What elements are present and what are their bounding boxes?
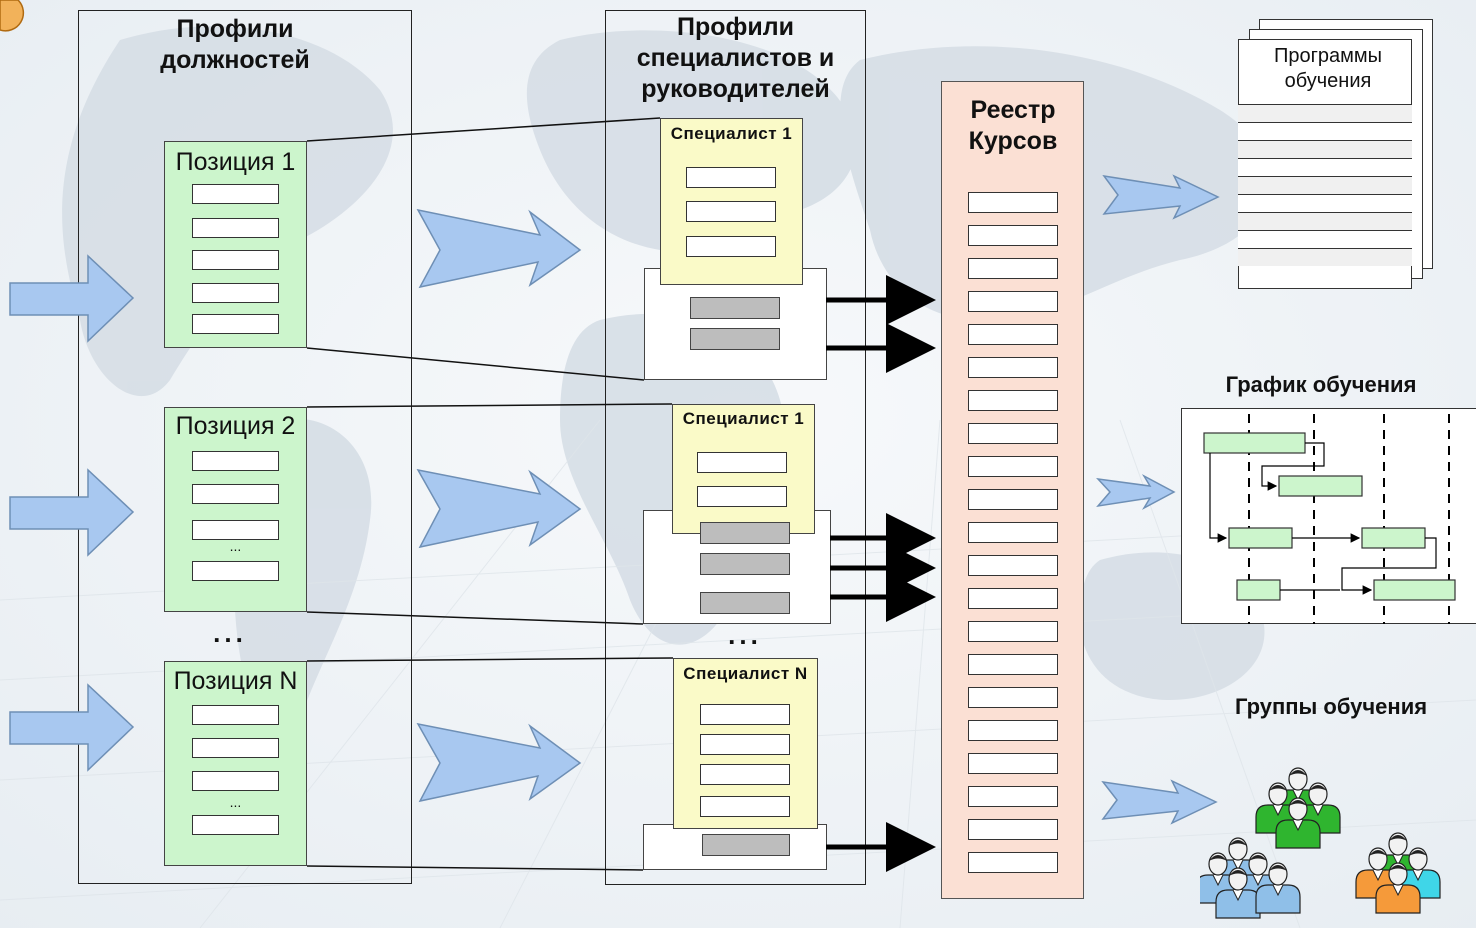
specialist-row: [686, 236, 776, 257]
position-label: Позиция N: [173, 667, 298, 695]
position-row: [192, 314, 279, 334]
registry-row: [968, 687, 1058, 708]
groups-title: Группы обучения: [1234, 694, 1428, 719]
specialist-row: [697, 486, 787, 507]
registry-row: [968, 291, 1058, 312]
position-row: [192, 815, 279, 835]
specialist-row: [686, 201, 776, 222]
specialists-gap-dots: ...: [728, 620, 762, 650]
position-row: [192, 484, 279, 504]
position-ellipsis: ...: [229, 538, 242, 554]
position-row: [192, 250, 279, 270]
programs-row: [1238, 230, 1412, 248]
position-row: [192, 520, 279, 540]
programs-title: Программы обучения: [1273, 45, 1383, 92]
position-row: [192, 283, 279, 303]
registry-row: [968, 588, 1058, 609]
registry-row: [968, 720, 1058, 741]
specialist-label: Специалист 1: [670, 124, 793, 143]
specialist-row: [686, 167, 776, 188]
specialist-label: Специалист 1: [682, 409, 805, 428]
positions-gap-dots: ...: [213, 618, 247, 648]
programs-row: [1238, 248, 1412, 266]
registry-row: [968, 489, 1058, 510]
position-row: [192, 218, 279, 238]
schedule-chart[interactable]: [1181, 408, 1476, 624]
specialist-label: Специалист N: [683, 664, 808, 683]
course-row: [700, 592, 790, 614]
specialist-courses-box: [644, 268, 827, 380]
registry-row: [968, 819, 1058, 840]
programs-row: [1238, 194, 1412, 212]
registry-row: [968, 258, 1058, 279]
specialist-row: [697, 452, 787, 473]
registry-row: [968, 753, 1058, 774]
course-row: [702, 834, 790, 856]
people-group-icon: [1200, 767, 1441, 919]
registry-row: [968, 852, 1058, 873]
position-label: Позиция 2: [175, 412, 296, 440]
registry-row: [968, 324, 1058, 345]
person-icon: [1215, 867, 1261, 919]
course-row: [700, 553, 790, 575]
programs-row: [1238, 212, 1412, 230]
specialist-row: [700, 734, 790, 755]
programs-row: [1238, 140, 1412, 158]
registry-row: [968, 423, 1058, 444]
position-row: [192, 184, 279, 204]
position-row: [192, 705, 279, 725]
positions-column-title: Профили должностей: [160, 15, 310, 74]
person-icon: [1375, 862, 1421, 914]
registry-row: [968, 555, 1058, 576]
specialists-column: [605, 10, 866, 885]
registry-row: [968, 192, 1058, 213]
registry-row: [968, 456, 1058, 477]
registry-row: [968, 357, 1058, 378]
position-card-1[interactable]: [164, 141, 307, 348]
registry-row: [968, 654, 1058, 675]
schedule-title: График обучения: [1225, 372, 1417, 397]
registry-row: [968, 786, 1058, 807]
programs-row: [1238, 158, 1412, 176]
course-row: [690, 297, 780, 319]
registry-row: [968, 225, 1058, 246]
person-icon: [1255, 862, 1301, 914]
positions-column: [78, 10, 412, 884]
position-label: Позиция 1: [175, 148, 296, 176]
course-row: [700, 522, 790, 544]
programs-row: [1238, 104, 1412, 122]
specialist-row: [700, 764, 790, 785]
registry-row: [968, 522, 1058, 543]
position-row: [192, 771, 279, 791]
specialist-row: [700, 704, 790, 725]
registry-row: [968, 390, 1058, 411]
position-row: [192, 738, 279, 758]
person-icon: [1275, 797, 1321, 849]
programs-row: [1238, 122, 1412, 140]
registry-title: Реестр Курсов: [968, 96, 1058, 155]
programs-row: [1238, 176, 1412, 194]
registry-row: [968, 621, 1058, 642]
specialists-column-title: Профили специалистов и руководителей: [636, 13, 835, 103]
course-row: [690, 328, 780, 350]
position-row: [192, 451, 279, 471]
specialist-row: [700, 796, 790, 817]
position-ellipsis: ...: [229, 794, 242, 810]
position-row: [192, 561, 279, 581]
